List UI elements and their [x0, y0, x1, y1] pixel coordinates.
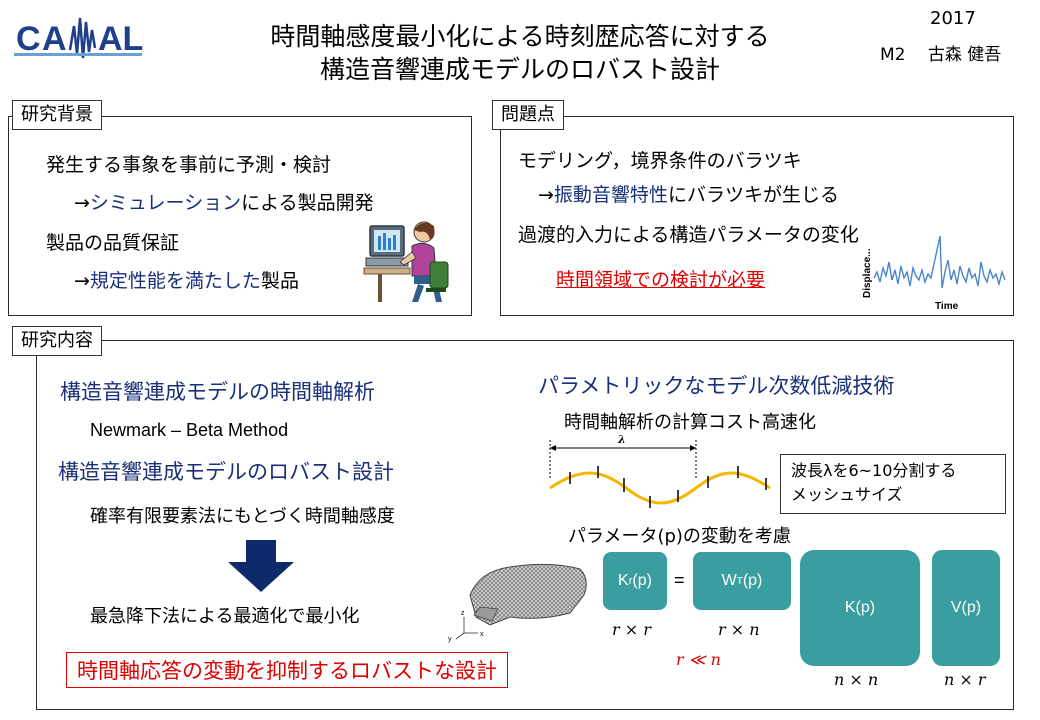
mesh-note-line-2: メッシュサイズ [791, 485, 903, 504]
result-box: 時間軸応答の変動を抑制するロバストな設計 [66, 652, 508, 688]
background-line-3: 製品の品質保証 [46, 232, 180, 254]
matrix-wt-superscript: T [736, 575, 743, 587]
dim-relation: r ≪ n [676, 650, 721, 669]
problem-tab: 問題点 [492, 100, 564, 130]
vehicle-mesh-icon: z x y [440, 555, 600, 645]
reduction-subheading: 時間軸解析の計算コスト高速化 [564, 412, 816, 433]
background-line-2-rest: による製品開発 [241, 192, 374, 214]
wavelength-diagram: λ [540, 430, 780, 520]
content-tab: 研究内容 [12, 326, 102, 356]
background-line-1: 発生する事象を事前に予測・検討 [46, 154, 332, 176]
matrix-v: V(p) [932, 550, 1000, 666]
plot-y-label: Displace... [862, 248, 873, 298]
svg-text:AL: AL [98, 20, 143, 58]
problem-line-3: 過渡的入力による構造パラメータの変化 [518, 224, 859, 246]
highlight-spec: 規定性能を満たした [89, 270, 261, 292]
matrix-wt-symbol: W [721, 572, 737, 589]
background-tab: 研究背景 [12, 100, 102, 130]
svg-text:A: A [42, 20, 67, 58]
matrix-wt-arg: (p) [742, 572, 763, 589]
content-heading-robust-design: 構造音響連成モデルのロバスト設計 [58, 460, 394, 484]
axis-x-label: x [480, 631, 484, 638]
sensitivity-text: 確率有限要素法にもとづく時間軸感度 [90, 506, 395, 527]
equals-sign: = [674, 570, 685, 590]
displacement-plot: Displace... Time [860, 232, 1010, 312]
result-text: 時間軸応答の変動を抑制するロバストな設計 [77, 659, 497, 683]
problem-line-1: モデリング，境界条件のバラツキ [518, 150, 802, 172]
lambda-label: λ [617, 433, 626, 446]
title-line-2: 構造音響連成モデルのロバスト設計 [319, 55, 720, 84]
problem-panel [500, 116, 1014, 316]
background-line-4: →規定性能を満たした製品 [74, 266, 299, 293]
reduction-heading: パラメトリックなモデル次数低減技術 [538, 374, 895, 398]
dim-v: n × r [944, 670, 986, 689]
dim-wt: r × n [718, 620, 760, 639]
author: M2 古森 健吾 [880, 45, 1002, 65]
matrix-kr-subscript: r [628, 575, 633, 587]
mesh-note-line-1: 波長λを6~10分割する [791, 461, 957, 480]
method-name: Newmark – Beta Method [90, 420, 289, 440]
optimization-text: 最急降下法による最適化で最小化 [90, 606, 360, 627]
background-panel [8, 116, 472, 316]
arrow-symbol: → [74, 270, 90, 292]
arrow-symbol: → [74, 192, 90, 214]
background-line-4-rest: 製品 [260, 270, 299, 292]
matrix-kr-symbol: K [618, 572, 629, 589]
mesh-note-box: 波長λを6~10分割する メッシュサイズ [780, 454, 1006, 514]
wave-curve [549, 471, 771, 505]
title-line-1: 時間軸感度最小化による時刻歴応答に対する [270, 22, 770, 51]
arrow-symbol: → [538, 184, 554, 206]
page-title: 時間軸感度最小化による時刻歴応答に対する 構造音響連成モデルのロバスト設計 [200, 20, 840, 86]
problem-line-2: →振動音響特性にバラツキが生じる [538, 180, 839, 207]
content-heading-time-analysis: 構造音響連成モデルの時間軸解析 [60, 380, 375, 404]
background-line-2: →シミュレーションによる製品開発 [74, 188, 374, 215]
logo: C A AL [14, 10, 144, 65]
svg-text:C: C [16, 20, 42, 58]
problem-emphasis: 時間領域での検討が必要 [556, 269, 766, 291]
camal-logo-graphic: C A AL [14, 17, 143, 59]
axis-z-label: z [461, 610, 465, 617]
parameter-label: パラメータ(p)の変動を考慮 [568, 526, 791, 547]
matrix-v-label: V(p) [950, 599, 982, 616]
matrix-kr-arg: (p) [632, 572, 652, 589]
highlight-simulation: シミュレーション [89, 192, 242, 214]
year: 2017 [930, 8, 976, 29]
dim-k: n × n [834, 670, 879, 689]
axis-y-label: y [448, 636, 452, 643]
matrix-k-label: K(p) [844, 599, 876, 616]
highlight-vibroacoustic: 振動音響特性 [553, 184, 668, 206]
person-at-computer-icon [362, 218, 452, 306]
plot-x-label: Time [935, 301, 959, 312]
displacement-signal [873, 235, 1006, 289]
dim-kr: r × r [612, 620, 651, 639]
down-arrow-icon [226, 540, 296, 592]
matrix-k: K(p) [800, 550, 920, 666]
problem-line-2-rest: にバラツキが生じる [667, 184, 839, 206]
